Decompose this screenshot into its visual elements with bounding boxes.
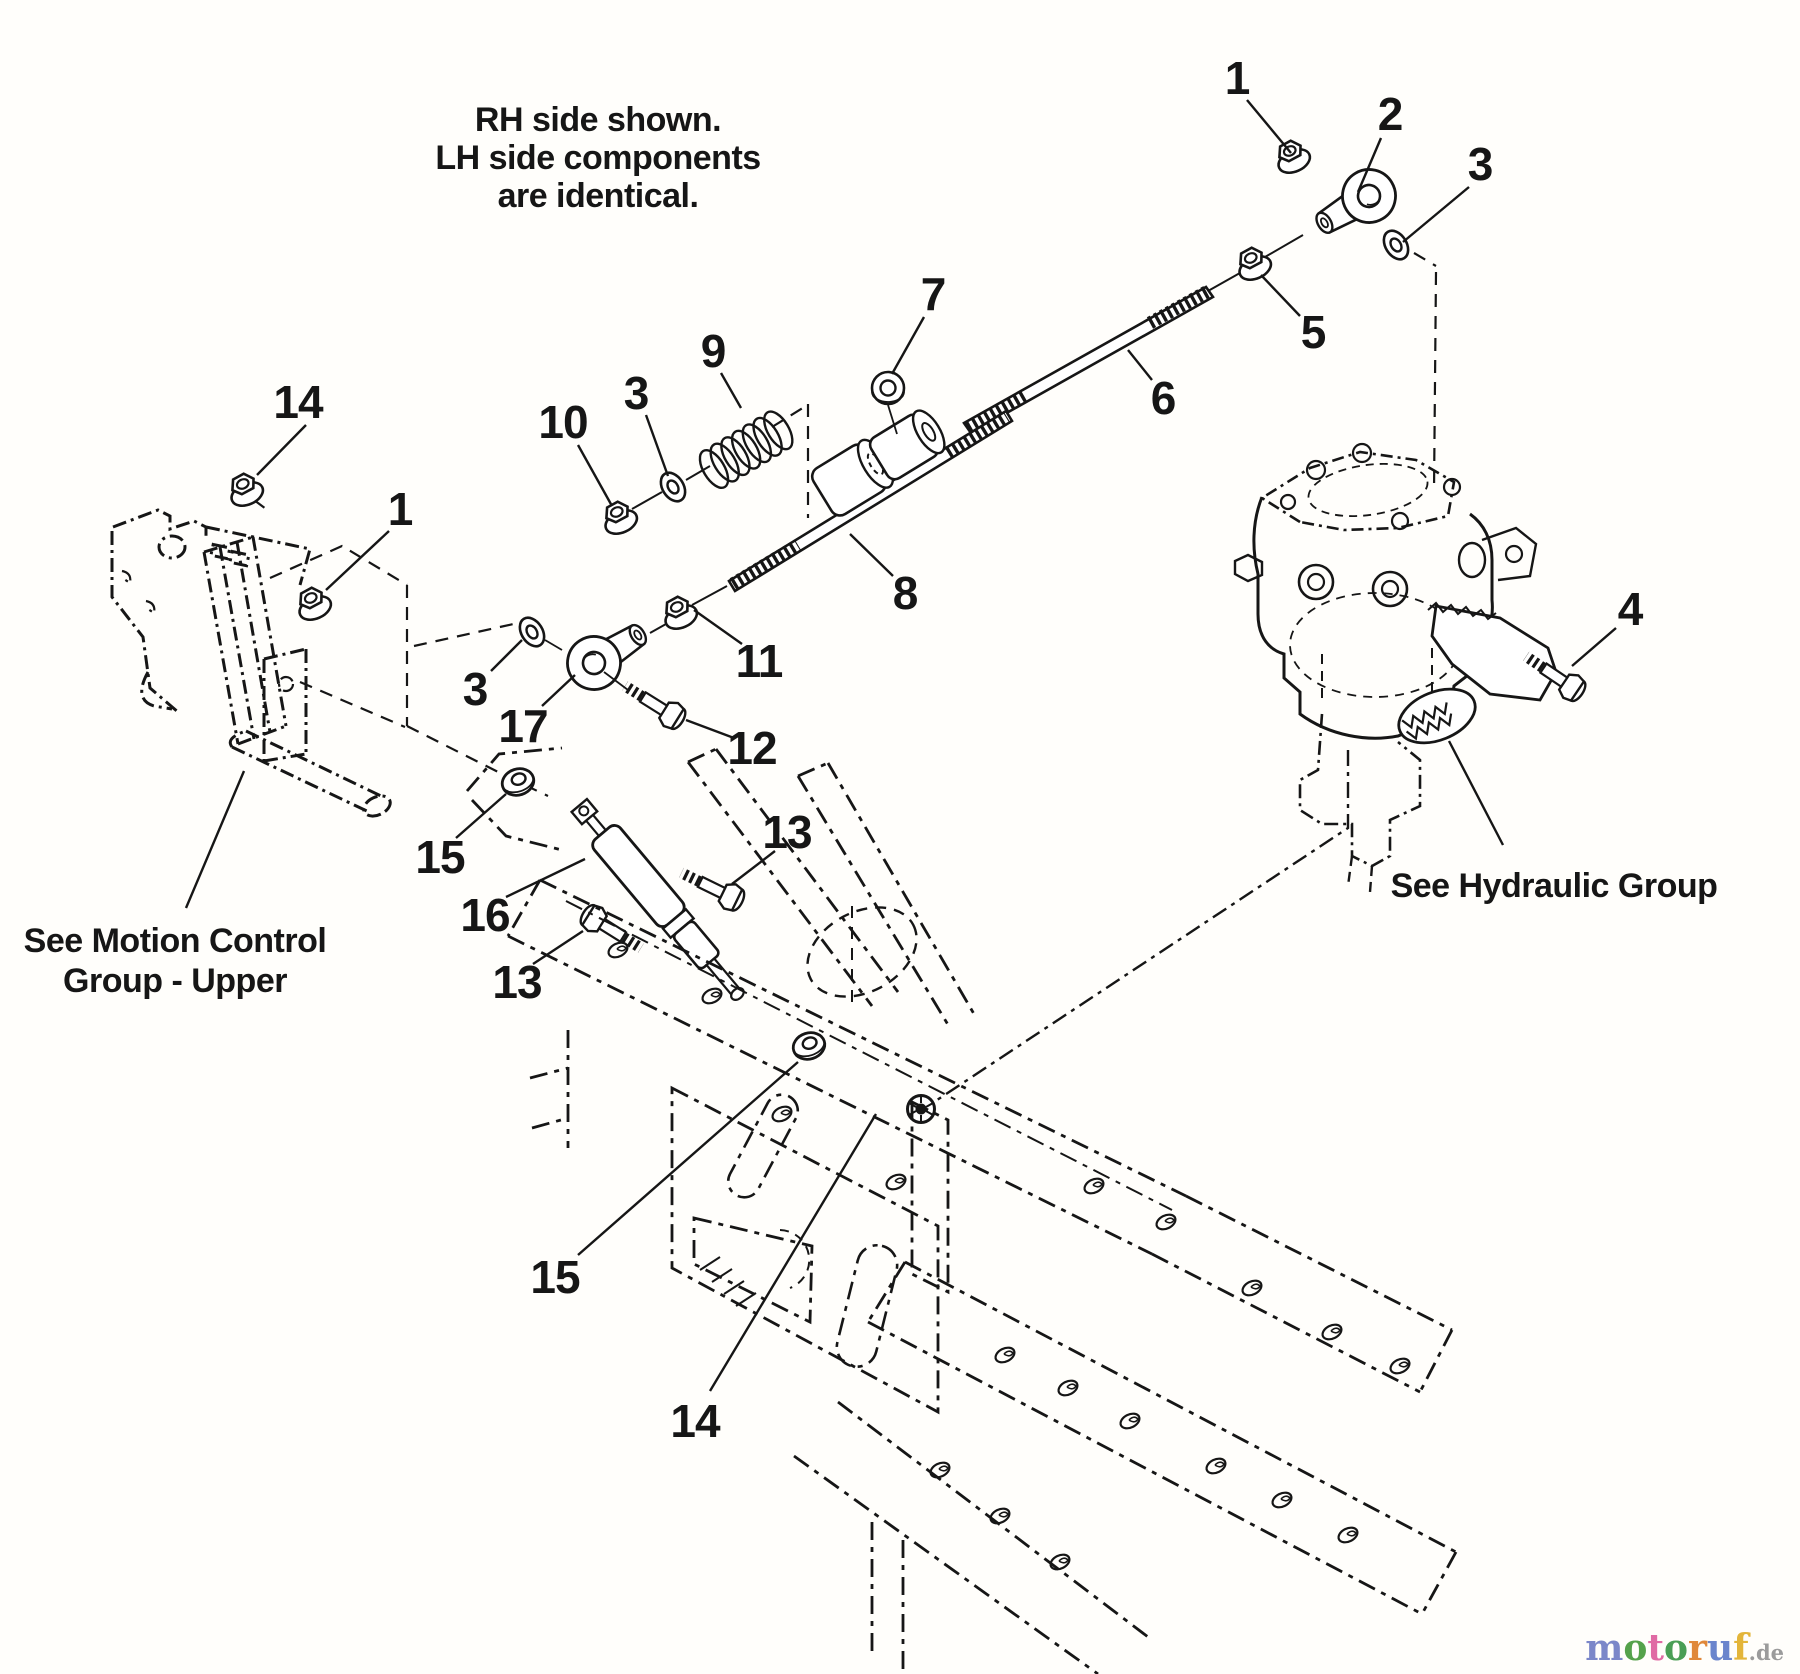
tie-rod-assembly-drawing — [962, 134, 1415, 435]
part-leader-3 — [490, 639, 523, 672]
part-label-11: 11 — [736, 635, 783, 687]
part-leader-13 — [532, 929, 584, 966]
part-leader-11 — [693, 609, 743, 645]
part-label-7: 7 — [921, 268, 946, 320]
part-label-13: 13 — [492, 956, 541, 1008]
chassis-frame-drawing — [465, 746, 1458, 1674]
roller-front — [810, 438, 895, 517]
spring-roller-assembly-drawing — [596, 370, 1014, 593]
washer-3-middle — [654, 466, 692, 508]
watermark-letter: r — [1687, 1627, 1707, 1669]
part-label-17: 17 — [498, 700, 547, 752]
see-hydraulic-group-text: See Hydraulic Group — [1391, 867, 1718, 905]
spring-9 — [698, 410, 794, 489]
part-label-3: 3 — [624, 367, 649, 419]
part-label-14: 14 — [273, 376, 324, 428]
part-label-1: 1 — [1225, 52, 1250, 104]
part-leader-15 — [455, 793, 507, 839]
watermark-letter: f — [1733, 1627, 1749, 1669]
watermark-letter: o — [1623, 1627, 1648, 1669]
part-label-16: 16 — [460, 889, 509, 941]
part-label-15: 15 — [530, 1251, 580, 1303]
rod-end-17 — [555, 607, 659, 702]
see-motion-control-group-text: See Motion Control — [24, 922, 327, 960]
frame-holes — [605, 938, 1413, 1574]
watermark-letter: t — [1647, 1627, 1664, 1669]
part-leader-1 — [325, 530, 390, 591]
part-leader-7 — [890, 316, 926, 375]
part-label-13: 13 — [762, 806, 811, 858]
part-leader-17 — [541, 674, 576, 707]
part-label-1: 1 — [388, 483, 413, 535]
washer-3-upper — [1377, 224, 1415, 266]
part-label-3: 3 — [463, 663, 488, 715]
part-label-8: 8 — [893, 567, 918, 619]
diagram-note-line: LH side components — [435, 139, 760, 177]
nut-10 — [596, 495, 642, 540]
part-label-9: 9 — [701, 325, 726, 377]
part-label-15: 15 — [415, 831, 465, 883]
bolt-13-left — [577, 901, 649, 960]
watermark-letter: o — [1663, 1627, 1688, 1669]
roller-rear — [868, 409, 946, 481]
part-leader-5 — [1260, 274, 1301, 317]
part-leader-14 — [256, 424, 307, 476]
motion-control-bracket-drawing — [110, 508, 392, 818]
part-label-12: 12 — [727, 722, 776, 774]
diagram-note-line: RH side shown. — [475, 101, 721, 139]
watermark-letter: m — [1585, 1627, 1624, 1669]
part-label-3: 3 — [1468, 138, 1493, 190]
part-label-5: 5 — [1301, 306, 1326, 358]
damper-16 — [569, 797, 745, 1001]
nut-11 — [656, 590, 702, 635]
see-motion-control-group-text: Group - Upper — [63, 962, 287, 1000]
motoruf-watermark-logo[interactable]: motoruf.de — [1585, 1630, 1784, 1666]
part-label-6: 6 — [1151, 372, 1176, 424]
part-leader-6 — [1127, 349, 1153, 381]
pump-linkage-phantom-line — [927, 750, 1350, 1108]
hydraulic-pump-drawing — [1233, 442, 1590, 893]
part-leader-16 — [505, 857, 586, 899]
watermark-suffix: .de — [1748, 1640, 1784, 1665]
part-leader-10 — [576, 444, 614, 507]
bolt-13-right — [675, 861, 748, 915]
part-leader-15 — [577, 1061, 799, 1256]
part-leader-2 — [1356, 137, 1383, 193]
nut-5 — [1230, 241, 1276, 286]
nut-1-upper — [1269, 134, 1315, 179]
part-label-2: 2 — [1378, 88, 1403, 140]
part-leader-3 — [1402, 186, 1470, 243]
rod-thread-texture — [964, 389, 1030, 434]
washer-3-center — [513, 611, 551, 653]
part-leader-1 — [1246, 99, 1292, 154]
rod-end-assembly-drawing — [513, 585, 728, 733]
grommet-15-lower — [788, 1027, 830, 1065]
part-leader-8 — [849, 533, 894, 577]
damper-assembly-drawing — [497, 763, 936, 1124]
construction-dashed-lines — [253, 252, 1438, 797]
pump-trunnion-serrated — [1397, 687, 1477, 745]
part-leader-14 — [708, 1113, 878, 1392]
part-leader-3 — [644, 414, 670, 477]
part-leader-9 — [719, 372, 743, 409]
see-motion-control-group-leader — [184, 770, 246, 909]
part-leader-12 — [685, 718, 735, 740]
watermark-word: motoruf — [1585, 1627, 1748, 1669]
part-leader-4 — [1571, 627, 1617, 667]
part-label-10: 10 — [538, 396, 587, 448]
bushing-7 — [870, 370, 906, 406]
part-label-14: 14 — [670, 1395, 721, 1447]
bolt-12 — [618, 674, 690, 733]
see-hydraulic-group-leader — [1447, 740, 1505, 846]
diagram-note-line: are identical. — [498, 177, 699, 215]
part-leader-13 — [731, 850, 776, 885]
watermark-letter: u — [1706, 1627, 1734, 1669]
part-label-4: 4 — [1618, 583, 1644, 635]
